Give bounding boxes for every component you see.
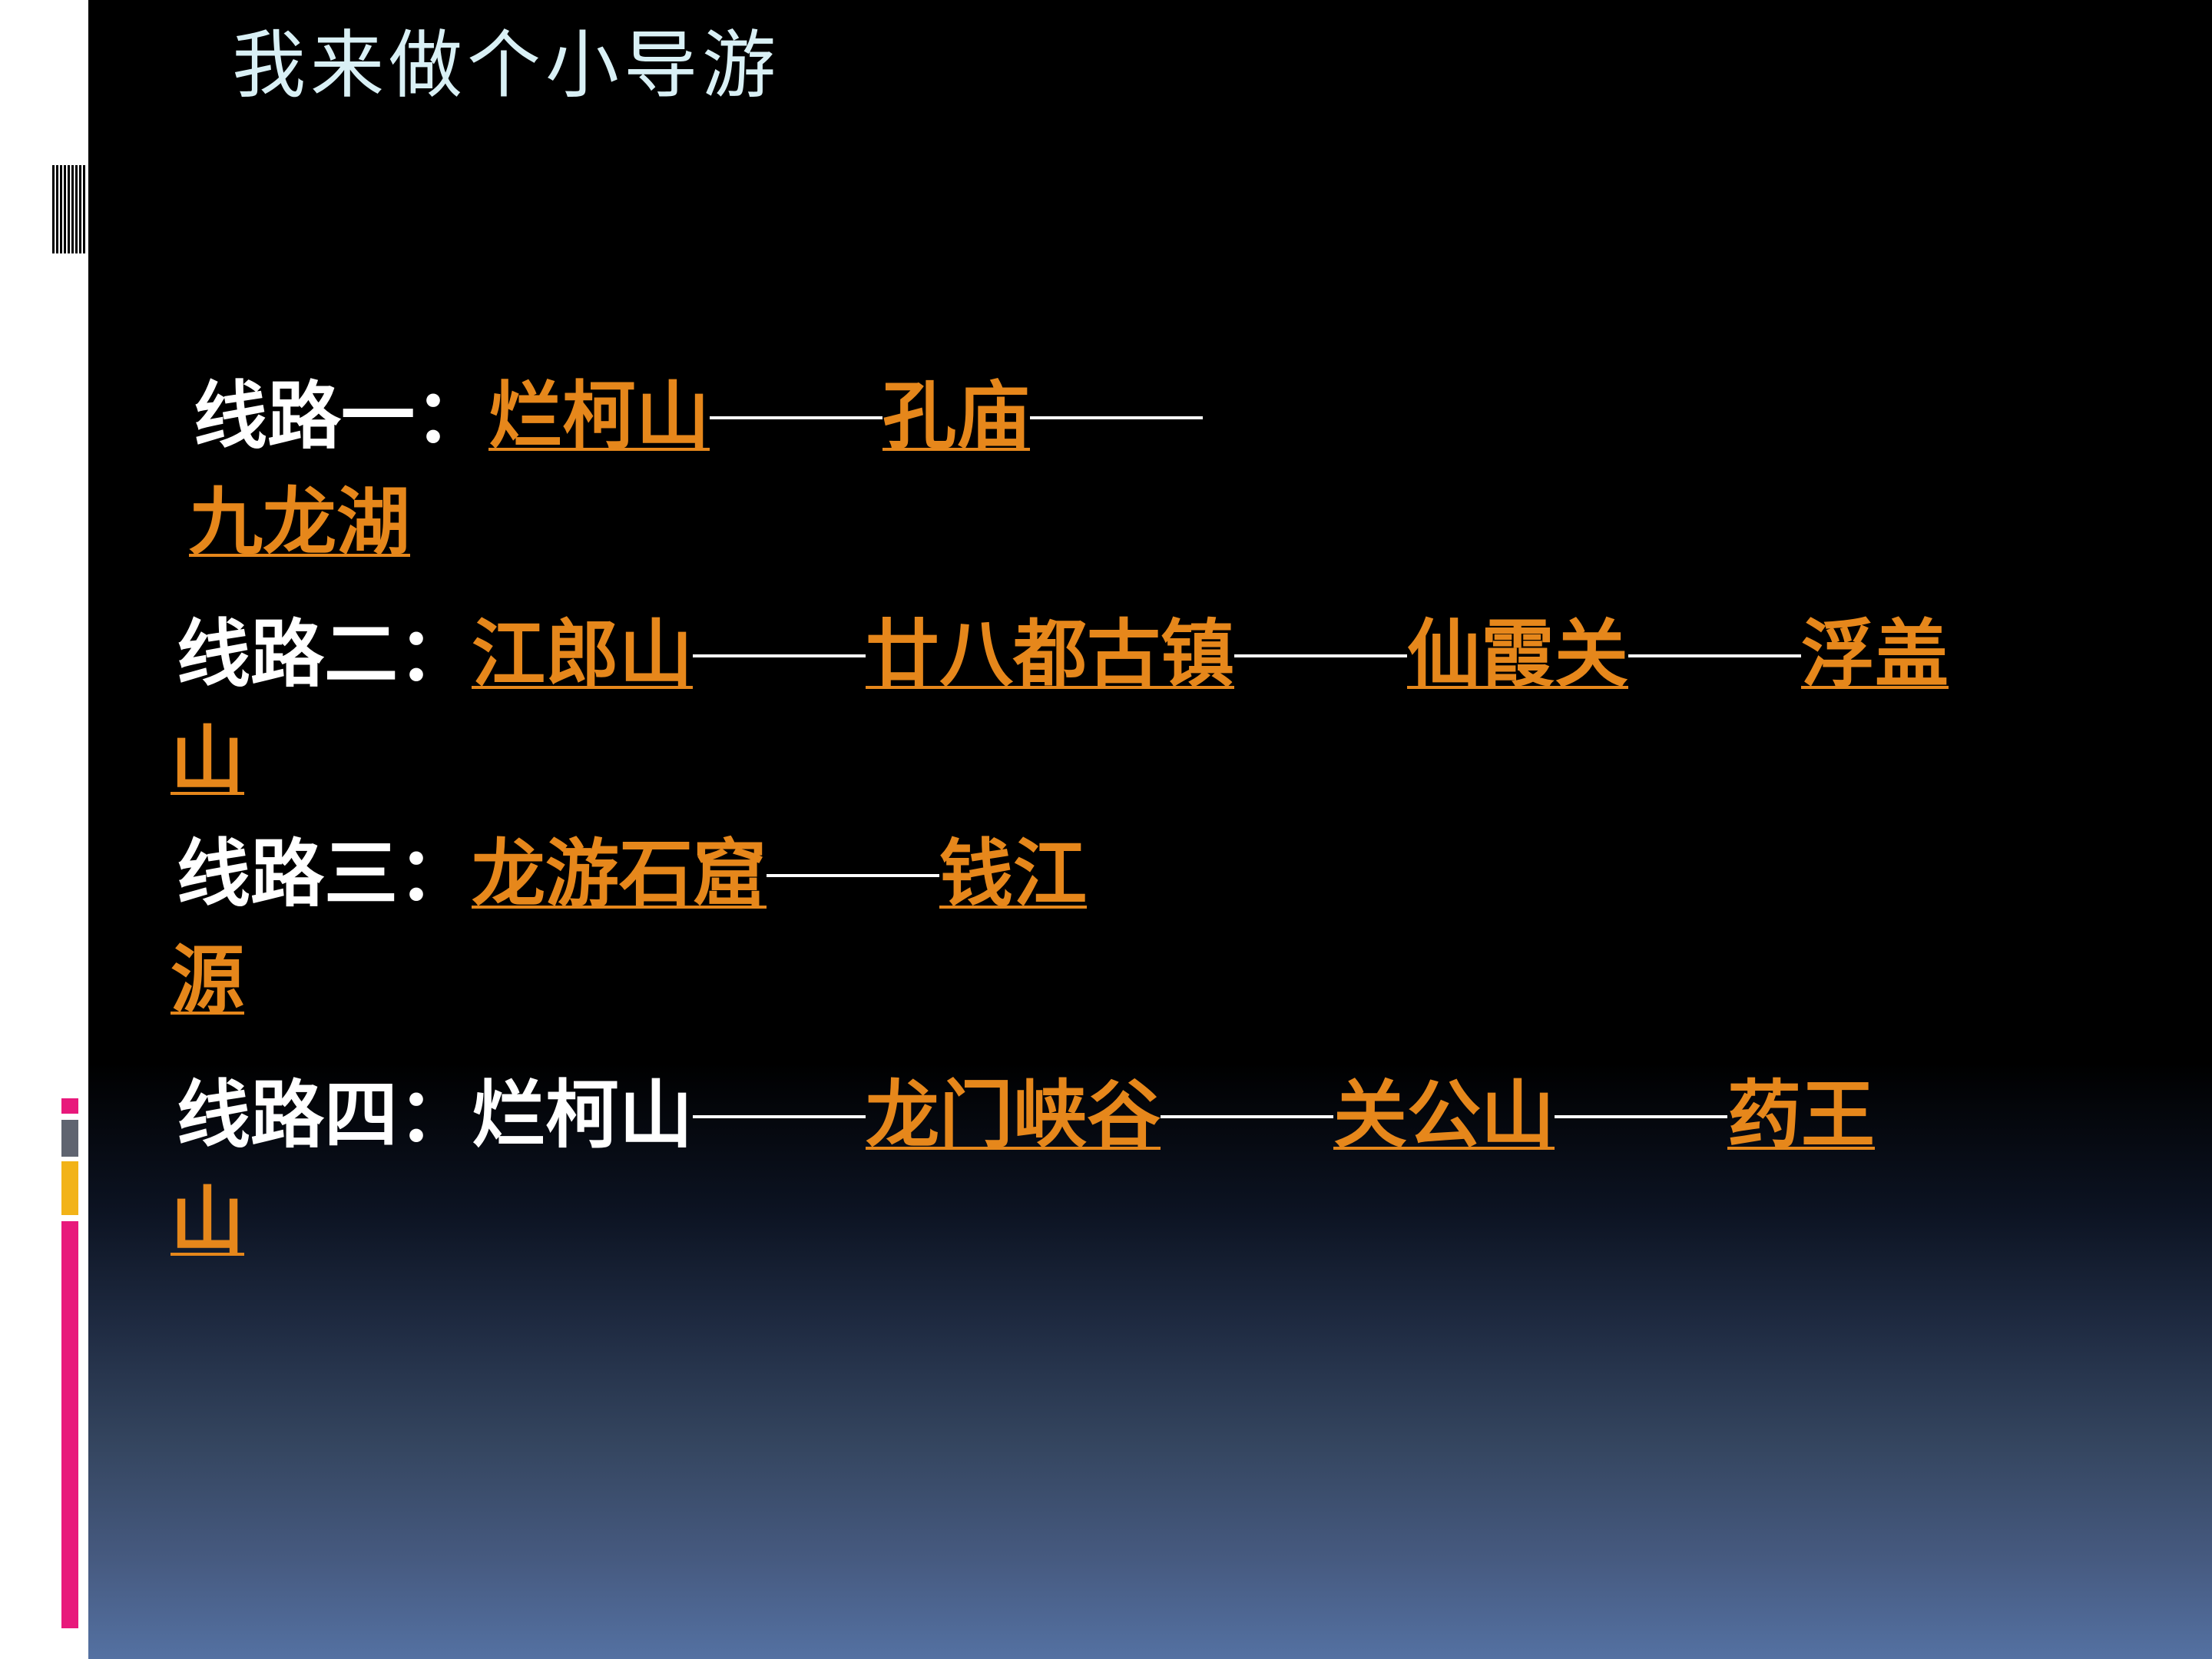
route-label: 线路四： <box>177 1071 472 1158</box>
route-3-continuation: 源 <box>171 926 244 1034</box>
route-stop-link[interactable]: 药王 <box>1727 1071 1875 1158</box>
route-1-continuation: 九龙湖 <box>189 469 410 576</box>
route-separator <box>710 416 882 420</box>
route-stop-link[interactable]: 烂柯山 <box>488 373 710 459</box>
route-stop-link[interactable]: 浮盖 <box>1801 611 1949 697</box>
route-stop-link[interactable]: 山 <box>171 717 244 803</box>
route-separator <box>693 654 866 658</box>
route-separator <box>1555 1115 1727 1119</box>
route-separator <box>1628 654 1801 658</box>
route-stop-text: 烂柯山 <box>472 1071 693 1158</box>
route-stop-link[interactable]: 龙门峡谷 <box>866 1071 1161 1158</box>
slide-title: 我来做个小导游 <box>232 22 780 108</box>
route-separator <box>1234 654 1407 658</box>
route-4-continuation: 山 <box>171 1167 244 1275</box>
route-stop-link[interactable]: 关公山 <box>1333 1071 1555 1158</box>
route-separator <box>693 1115 866 1119</box>
route-stop-link[interactable]: 江郎山 <box>472 611 693 697</box>
route-stop-link[interactable]: 仙霞关 <box>1407 611 1628 697</box>
route-stop-link[interactable]: 孔庙 <box>882 373 1030 459</box>
route-4: 线路四：烂柯山 龙门峡谷 关公山 药王 <box>177 1061 1875 1169</box>
route-stop-link[interactable]: 源 <box>171 936 244 1023</box>
accent-bar-pink-top <box>61 1098 78 1114</box>
route-separator <box>1030 416 1203 420</box>
route-1: 线路一：烂柯山 孔庙 <box>194 363 1203 470</box>
route-label: 线路二： <box>177 611 472 697</box>
route-label: 线路一： <box>194 373 488 459</box>
route-2-continuation: 山 <box>171 707 244 814</box>
route-stop-link[interactable]: 廿八都古镇 <box>866 611 1234 697</box>
accent-bar-gray <box>61 1120 78 1157</box>
route-2: 线路二：江郎山 廿八都古镇 仙霞关 浮盖 <box>177 601 1949 708</box>
route-stop-link[interactable]: 龙游石窟 <box>472 830 767 917</box>
route-stop-link[interactable]: 山 <box>171 1177 244 1264</box>
slide-background <box>88 0 2212 1659</box>
route-separator <box>767 874 939 878</box>
route-3: 线路三：龙游石窟 钱江 <box>177 820 1087 928</box>
accent-bar-pink <box>61 1221 78 1628</box>
route-stop-link[interactable]: 钱江 <box>939 830 1087 917</box>
decorative-stripes <box>52 165 87 253</box>
route-label: 线路三： <box>177 830 472 917</box>
route-separator <box>1161 1115 1333 1119</box>
route-stop-link[interactable]: 九龙湖 <box>189 478 410 565</box>
accent-bar-yellow <box>61 1161 78 1215</box>
